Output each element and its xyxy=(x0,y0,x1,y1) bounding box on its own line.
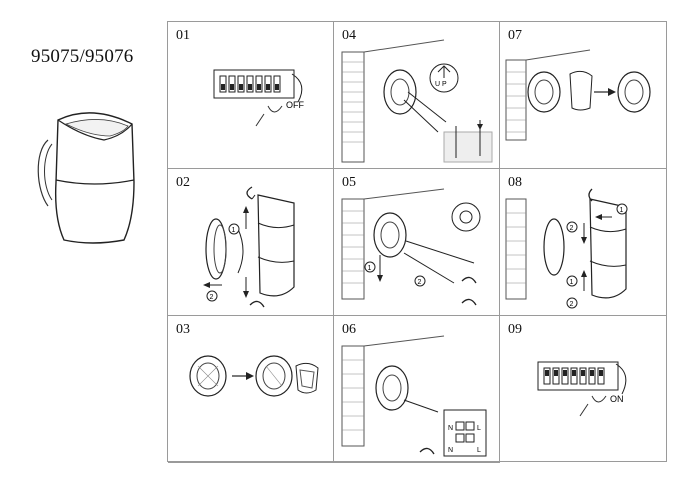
instruction-grid: 01 OFF 02 xyxy=(167,21,667,463)
step-number: 06 xyxy=(342,322,356,337)
on-label: ON xyxy=(610,394,624,404)
step-02-panel: 02 1 2 xyxy=(168,169,334,316)
step-05-panel: 05 1 2 xyxy=(334,169,500,316)
marker-2: 2 xyxy=(210,294,214,301)
marker-1-bottom: 1 xyxy=(570,279,574,286)
fixing-screws-diagram: 1 2 xyxy=(341,188,481,306)
wiring-diagram: N L N L xyxy=(341,335,487,457)
product-illustration xyxy=(37,112,135,244)
step-01-panel: 01 OFF xyxy=(168,22,334,169)
step-number: 02 xyxy=(176,175,190,190)
marker-1: 1 xyxy=(368,265,372,272)
reassembly-diagram xyxy=(505,49,651,141)
step-number: 05 xyxy=(342,175,356,190)
cover-removal-diagram: 1 2 xyxy=(203,186,295,308)
step-07-panel: 07 xyxy=(500,22,666,169)
step-04-panel: 04 U P xyxy=(334,22,500,169)
marker-2-bottom: 2 xyxy=(570,301,574,308)
step-09-panel: 09 ON xyxy=(500,316,666,463)
marker-2: 2 xyxy=(418,279,422,286)
up-label: U P xyxy=(435,81,447,88)
step-number: 07 xyxy=(508,28,522,43)
step-number: 09 xyxy=(508,322,522,337)
step-06-panel: 06 N L N L xyxy=(334,316,500,463)
marker-1-top: 1 xyxy=(620,207,624,214)
step-08-panel: 08 1 2 1 2 xyxy=(500,169,666,316)
step-number: 03 xyxy=(176,322,190,337)
step-number: 04 xyxy=(342,28,356,43)
terminal-l-top: L xyxy=(477,425,481,432)
off-label: OFF xyxy=(286,100,304,110)
step-number: 08 xyxy=(508,175,522,190)
step-03-panel: 03 xyxy=(168,316,334,463)
mounting-plate-diagram: U P xyxy=(341,39,493,163)
cover-fitting-diagram: 1 2 1 2 xyxy=(505,188,628,309)
terminal-n-top: N xyxy=(448,425,453,432)
terminal-l-bottom: L xyxy=(477,447,481,454)
model-number: 95075/95076 xyxy=(31,46,134,67)
breaker-on-diagram: ON xyxy=(537,361,627,417)
breaker-off-diagram: OFF xyxy=(213,69,304,127)
marker-1: 1 xyxy=(232,227,236,234)
step-number: 01 xyxy=(176,28,190,43)
marker-2-top: 2 xyxy=(570,225,574,232)
inner-assembly-diagram xyxy=(189,355,319,397)
terminal-n-bottom: N xyxy=(448,447,453,454)
